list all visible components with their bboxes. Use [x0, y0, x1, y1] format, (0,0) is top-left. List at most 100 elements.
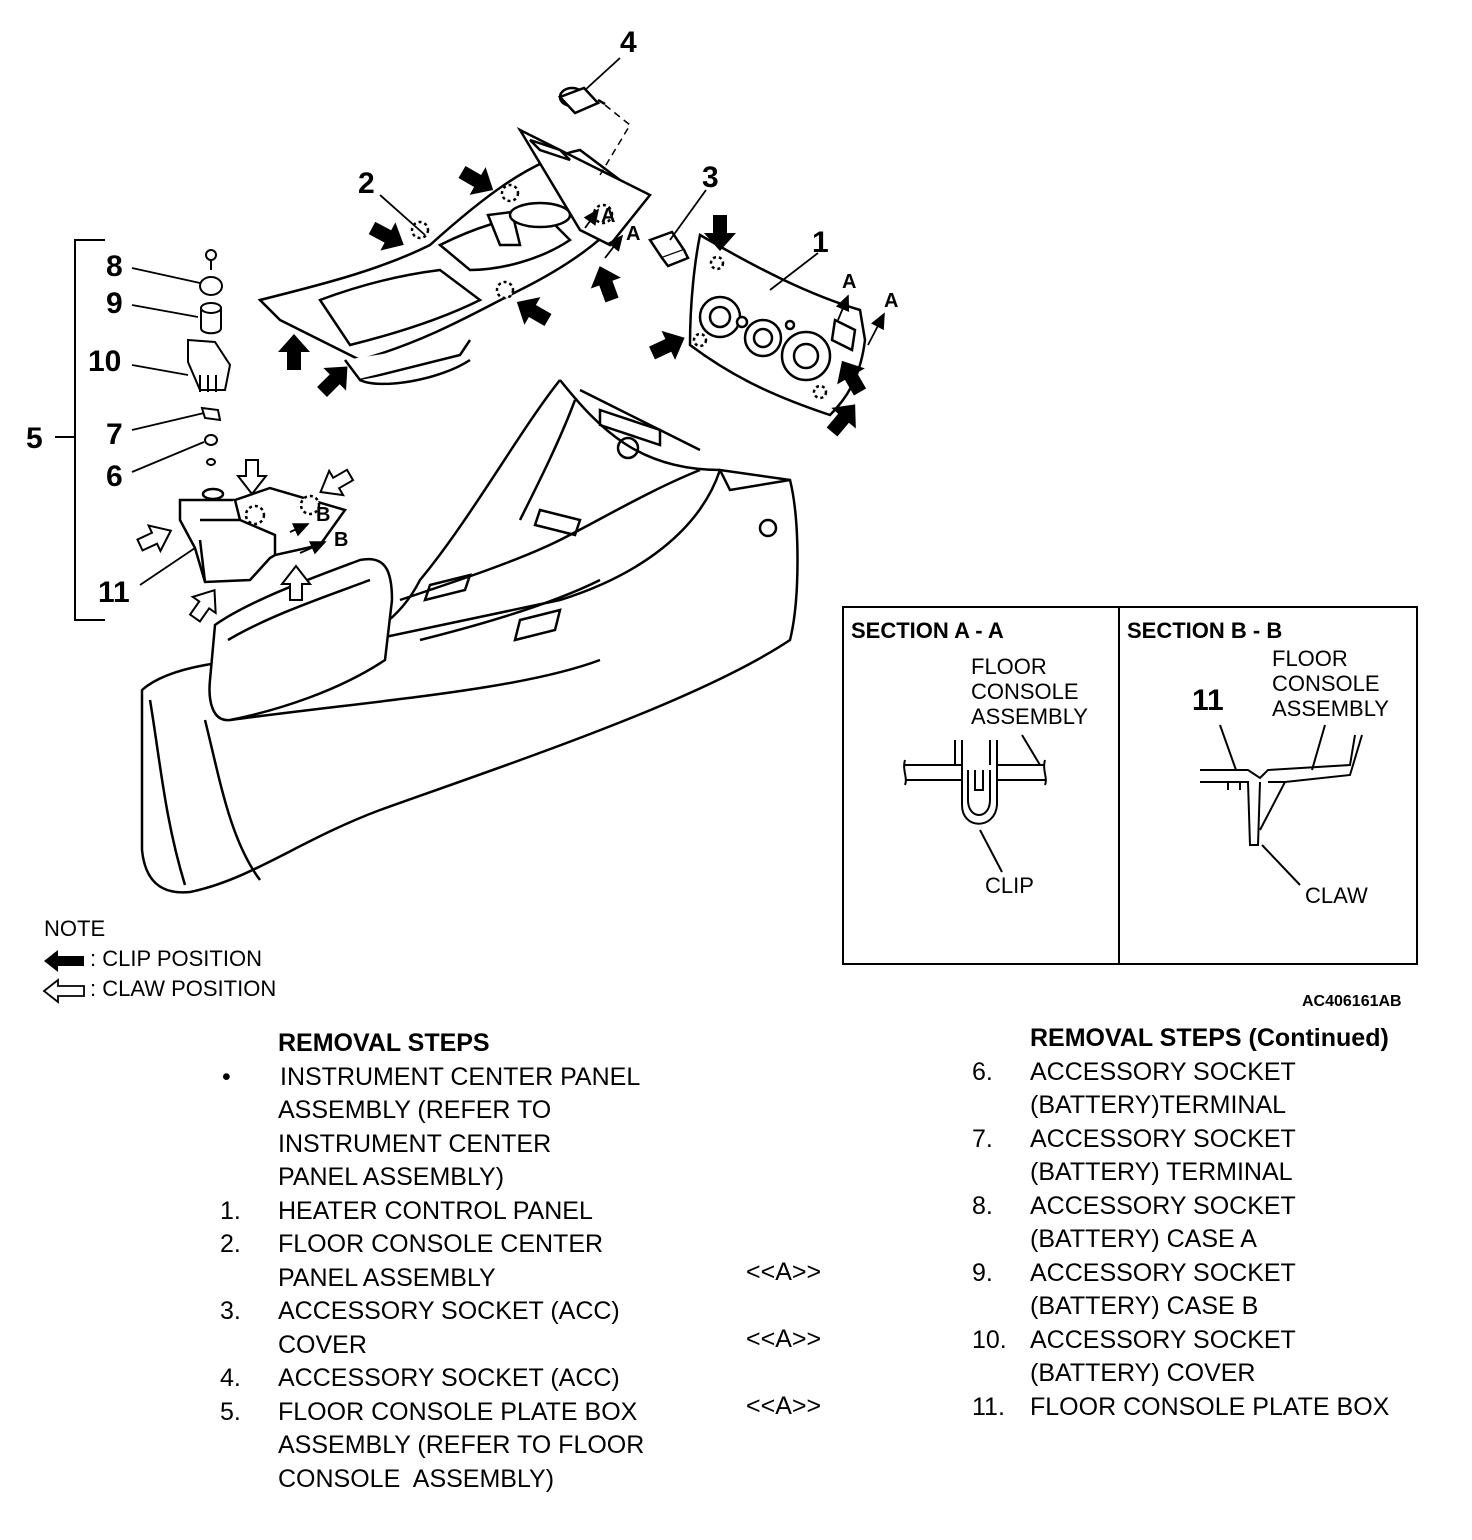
step-number: 1. [220, 1196, 241, 1225]
step-number: 7. [972, 1124, 993, 1153]
step-line: INSTRUMENT CENTER PANEL [280, 1062, 641, 1091]
list-item: 10. ACCESSORY SOCKET [972, 1324, 1452, 1358]
center-panel-assembly [257, 126, 652, 386]
step-bullet: • [222, 1062, 231, 1091]
step-line: ACCESSORY SOCKET (ACC) [278, 1364, 620, 1392]
step-number: 5. [220, 1397, 241, 1426]
step-line: ACCESSORY SOCKET [1030, 1057, 1296, 1086]
step-number: 2. [220, 1230, 241, 1258]
step-line: ACCESSORY SOCKET (ACC) [278, 1297, 620, 1325]
step-line: FLOOR CONSOLE PLATE BOX [278, 1397, 638, 1426]
section-letters: A A A A B B [316, 205, 898, 551]
callout-7: 7 [106, 418, 123, 451]
accessory-socket-acc [557, 86, 606, 115]
heater-control-panel [688, 233, 867, 417]
callout-11: 11 [98, 576, 130, 609]
list-item: 6. ACCESSORY SOCKET [972, 1056, 1452, 1090]
section-b-label-line-1: FLOOR [1272, 646, 1348, 671]
step-number: 9. [972, 1258, 993, 1287]
callout-6: 6 [106, 460, 123, 493]
callout-10: 10 [88, 345, 121, 378]
step-number: 8. [972, 1191, 993, 1220]
list-item: 1. HEATER CONTROL PANEL [220, 1195, 720, 1229]
figure-id: AC406161AB [1302, 993, 1402, 1010]
list-item: 9. ACCESSORY SOCKET [972, 1257, 1452, 1291]
callout-2: 2 [358, 167, 375, 200]
section-views: SECTION A - A FLOOR CONSOLE ASSEMBLY CLI… [842, 606, 1418, 965]
step-number: 6. [972, 1057, 993, 1086]
letter-a-3: A [842, 271, 856, 293]
step-line: INSTRUMENT CENTER [278, 1129, 552, 1158]
step-number: 4. [220, 1364, 241, 1392]
step-line: HEATER CONTROL PANEL [278, 1196, 593, 1225]
step-line: (BATTERY)TERMINAL [1030, 1091, 1287, 1119]
step-line: FLOOR CONSOLE CENTER [278, 1230, 604, 1258]
callout-8: 8 [106, 250, 123, 283]
step-line: (BATTERY) TERMINAL [1030, 1158, 1293, 1186]
exploded-view-diagram: 1 2 3 4 5 6 7 8 9 10 11 A A A A B B SECT… [26, 26, 1418, 1010]
callout-5: 5 [26, 422, 43, 455]
section-a-label-line-3: ASSEMBLY [971, 704, 1088, 729]
removal-steps-heading: REMOVAL STEPS [278, 1029, 490, 1057]
list-item: 7. ACCESSORY SOCKET [972, 1123, 1452, 1157]
section-a-label-line-2: CONSOLE [971, 679, 1079, 704]
clip-legend-icon [44, 950, 84, 972]
section-a-label-line-1: FLOOR [971, 654, 1047, 679]
note-clip-position: : CLIP POSITION [90, 946, 262, 971]
section-b-title: SECTION B - B [1127, 618, 1282, 643]
step-line: ASSEMBLY (REFER TO [278, 1096, 552, 1124]
section-markers [289, 208, 885, 555]
callout-4: 4 [620, 26, 637, 59]
removal-steps-continued: REMOVAL STEPS (Continued) 6. ACCESSORY SO… [972, 1022, 1452, 1424]
list-item: 2. FLOOR CONSOLE CENTER [220, 1228, 720, 1262]
section-b-part-number: 11 [1192, 684, 1224, 717]
floor-console-plate-box [178, 486, 348, 584]
list-item: 4. ACCESSORY SOCKET (ACC) [220, 1362, 720, 1396]
step-line: (BATTERY) COVER [1030, 1359, 1256, 1387]
callout-1: 1 [812, 226, 829, 259]
list-item: 5. FLOOR CONSOLE PLATE BOX [220, 1396, 720, 1430]
note-claw-position: : CLAW POSITION [90, 976, 276, 1001]
list-item: 3.ACCESSORY SOCKET (ACC) [220, 1295, 720, 1329]
step-number: 11. [972, 1392, 1005, 1421]
reference-marker: <<A>> [746, 1325, 822, 1353]
step-line: ACCESSORY SOCKET [1030, 1325, 1296, 1354]
step-line: (BATTERY) CASE A [1030, 1225, 1257, 1253]
reference-marker: <<A>> [746, 1392, 822, 1420]
step-line: PANEL ASSEMBLY [278, 1263, 496, 1292]
claw-legend-icon [42, 978, 85, 1004]
letter-a-4: A [884, 290, 898, 312]
section-a-clip-drawing [903, 734, 1047, 873]
step-line: COVER [278, 1330, 367, 1359]
letter-b-1: B [316, 504, 330, 526]
floor-console-assembly [140, 379, 799, 894]
removal-steps-continued-heading: REMOVAL STEPS (Continued) [1030, 1024, 1389, 1052]
list-item: 8. ACCESSORY SOCKET [972, 1190, 1452, 1224]
section-b-label-line-2: CONSOLE [1272, 671, 1380, 696]
step-line: ACCESSORY SOCKET [1030, 1124, 1296, 1153]
section-b-claw-drawing [1200, 724, 1363, 886]
step-line: FLOOR CONSOLE PLATE BOX [1030, 1392, 1390, 1421]
accessory-socket-battery-parts [187, 249, 232, 466]
removal-steps: REMOVAL STEPS • INSTRUMENT CENTER PANEL A… [220, 1027, 720, 1496]
step-line: PANEL ASSEMBLY) [278, 1163, 505, 1191]
reference-marker: <<A>> [746, 1258, 822, 1286]
callout-9: 9 [106, 287, 123, 320]
letter-b-2: B [334, 529, 348, 551]
list-item: 11. FLOOR CONSOLE PLATE BOX [972, 1391, 1452, 1425]
section-a-title: SECTION A - A [851, 618, 1004, 643]
step-line: (BATTERY) CASE B [1030, 1292, 1259, 1320]
group-bracket [55, 239, 105, 621]
step-number: 10. [972, 1325, 1007, 1354]
leader-lines [131, 57, 819, 586]
clip-label: CLIP [985, 873, 1034, 898]
list-item: • INSTRUMENT CENTER PANEL [220, 1061, 720, 1095]
letter-a-1: A [601, 205, 615, 227]
step-line: CONSOLE ASSEMBLY) [278, 1464, 555, 1493]
step-line: ACCESSORY SOCKET [1030, 1258, 1296, 1287]
note-legend: NOTE : CLIP POSITION : CLAW POSITION [42, 916, 276, 1004]
claw-label: CLAW [1305, 883, 1368, 908]
callout-3: 3 [702, 161, 719, 194]
letter-a-2: A [626, 223, 640, 245]
step-line: ACCESSORY SOCKET [1030, 1191, 1296, 1220]
